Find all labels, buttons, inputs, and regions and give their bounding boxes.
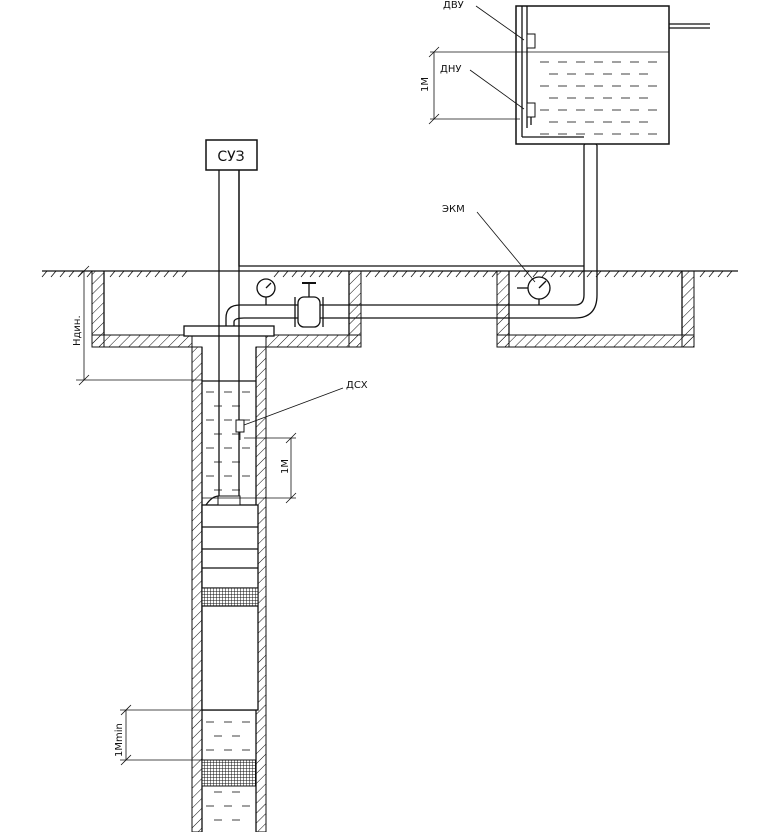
well-head-flange — [183, 325, 275, 337]
pressure-gauge — [256, 278, 276, 305]
dnu-sensor — [526, 102, 536, 118]
ground-surface — [41, 270, 738, 278]
pump-intake-screen — [201, 587, 259, 607]
suz-box — [205, 139, 258, 171]
suz-label: СУЗ — [217, 149, 244, 165]
ekm-label: ЭКМ — [442, 204, 465, 215]
storage-tank — [515, 5, 710, 145]
riser-pipe — [205, 170, 372, 506]
tank-gap-label: 1М — [420, 77, 431, 92]
left-pit — [91, 270, 362, 348]
dsx-sensor — [235, 419, 245, 433]
well-filter-screen — [201, 759, 257, 787]
dsx-dimension — [202, 432, 297, 504]
dvu-sensor — [526, 33, 536, 49]
horizontal-pipe — [372, 140, 598, 319]
dnu-label: ДНУ — [440, 64, 461, 75]
dsx-label: ДСХ — [346, 380, 368, 391]
min-dimension — [120, 704, 202, 766]
hdin-label: Ндин. — [72, 315, 83, 346]
right-pit — [496, 270, 695, 348]
tank-dimension — [428, 46, 520, 125]
gate-valve — [294, 282, 324, 328]
submersible-pump — [201, 495, 259, 711]
ekm-gauge — [517, 276, 551, 305]
hdin-dimension — [76, 265, 202, 386]
dsx-gap-label: 1М — [280, 459, 291, 474]
min-gap-label: 1Мmin — [114, 723, 125, 757]
dvu-label: ДВУ — [443, 0, 464, 11]
